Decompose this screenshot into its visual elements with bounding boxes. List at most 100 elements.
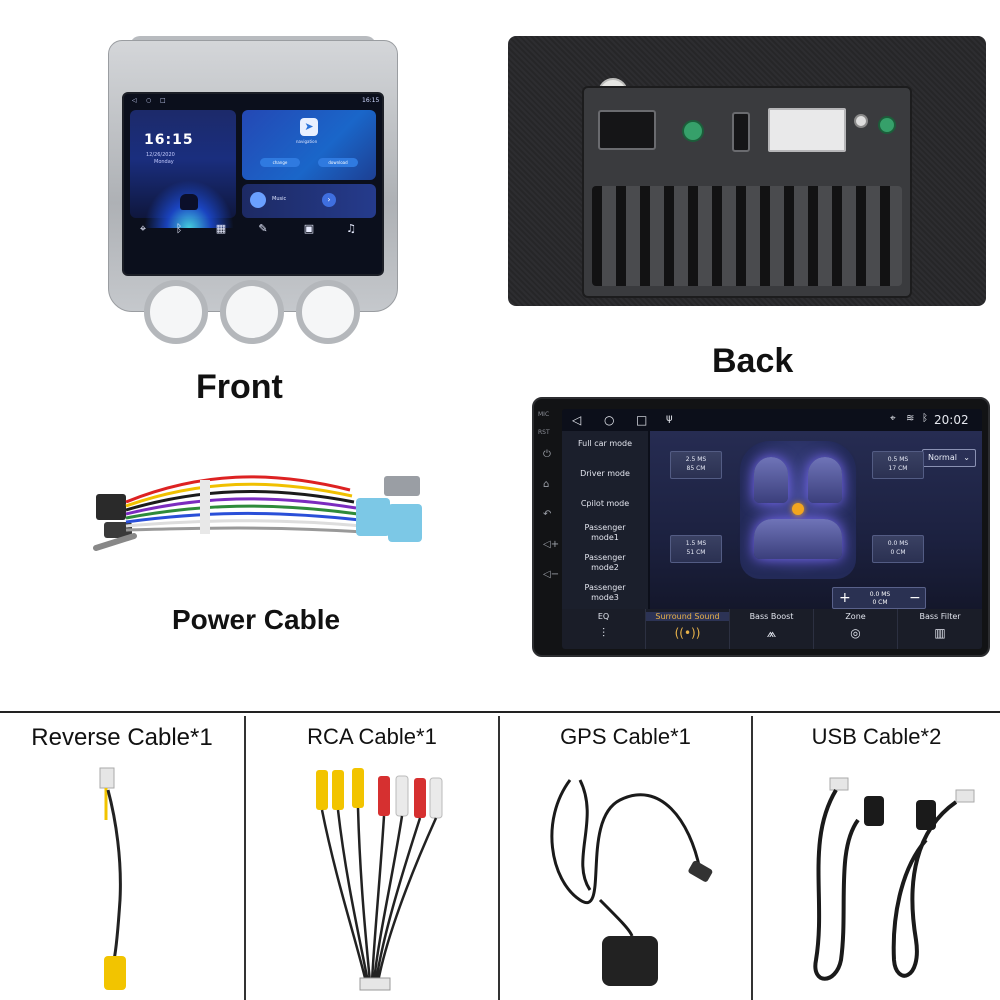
apps-icon[interactable]: ▦: [215, 222, 227, 235]
tab-zone[interactable]: Zone ◎: [814, 609, 898, 649]
iso-plug-2: [104, 522, 132, 538]
reverse-cable-image: [99, 767, 126, 990]
wire-yellow: [125, 482, 353, 508]
usb-cable-1: [813, 788, 860, 981]
bluetooth-icon[interactable]: ᛒ: [175, 222, 183, 235]
music-icon[interactable]: ♫: [346, 222, 356, 235]
change-button[interactable]: change: [260, 158, 300, 167]
volume-up-icon[interactable]: ◁+: [543, 539, 560, 550]
dsp-status-bar: ◁ ○ □ ψ ⌖ ≋ ᛒ 20:02: [562, 409, 982, 431]
blue-plug-left: [356, 498, 390, 536]
minus-button[interactable]: −: [909, 590, 921, 606]
home-icon[interactable]: ⌂: [543, 479, 550, 490]
music-disc-icon: [250, 192, 266, 208]
back-icon[interactable]: ↶: [543, 509, 552, 520]
usb-plug-1: [864, 796, 884, 826]
tab-zone-label: Zone: [845, 612, 866, 621]
nav-label: navigation: [296, 139, 318, 144]
back-icon: ◁: [132, 97, 137, 104]
location-icon[interactable]: ⌖: [139, 222, 147, 235]
front-head-unit-image: ◁ ○ □ 16:15 16:15 12/26/2020 Monday ➤ na…: [108, 36, 398, 344]
gps-lead-wire: [598, 898, 634, 937]
wire-blue: [125, 511, 361, 524]
center-dist: 0 CM: [872, 599, 888, 606]
surround-stage: Normal ⌄ 2.5 MS 85 CM 0.5 MS 17 CM 1.5 M…: [650, 431, 982, 609]
gps-jack: [878, 116, 896, 134]
menu-cpilot-mode[interactable]: Cpilot mode: [580, 499, 630, 508]
rr-time: 0.0 MS: [887, 540, 909, 547]
radio-icon[interactable]: ▣: [303, 222, 315, 235]
tab-surround-sound[interactable]: Surround Sound ((•)): [646, 609, 730, 649]
settings-icon[interactable]: ✎: [258, 222, 268, 235]
vent-center: [220, 280, 284, 344]
menu-passenger-mode1[interactable]: Passenger mode1: [584, 523, 626, 542]
front-label: Front: [196, 368, 283, 406]
rca-plug-white-1: [395, 775, 409, 817]
rca-yellow-plug: [104, 956, 126, 990]
speaker-front-right-card[interactable]: 0.5 MS 17 CM: [872, 451, 924, 479]
reverse-connector-top: [99, 767, 115, 789]
iso-plug: [96, 494, 126, 520]
gps-antenna-puck: [602, 936, 658, 986]
heat-sink: [592, 186, 902, 286]
dsp-head-unit: MIC RST ⏻ ⌂ ↶ ◁+ ◁− ◁ ○ □ ψ ⌖ ≋ ᛒ 20:02 …: [532, 397, 990, 657]
location-icon: ⌖: [890, 413, 896, 424]
preset-value: Normal: [928, 453, 957, 462]
preset-select[interactable]: Normal ⌄: [922, 449, 976, 467]
rca-cable-label: RCA Cable*1: [307, 724, 437, 749]
blue-plug-right: [388, 504, 422, 542]
menu-passenger-mode2[interactable]: Passenger mode2: [584, 553, 626, 572]
center-delay-stepper: + 0.0 MS 0 CM −: [832, 587, 926, 609]
gps-coiled-wire: [550, 779, 702, 904]
menu-passenger-mode3[interactable]: Passenger mode3: [584, 583, 626, 602]
usb-cable-image: [813, 777, 975, 981]
reverse-wire-black: [106, 789, 122, 961]
plus-button[interactable]: +: [839, 590, 851, 606]
tab-bass-boost[interactable]: Bass Boost ⩕: [730, 609, 814, 649]
reverse-cable-label: Reverse Cable*1: [31, 724, 213, 751]
power-cable-label: Power Cable: [172, 604, 341, 635]
usb-harness-plug-1: [829, 777, 849, 791]
menu-full-car-mode[interactable]: Full car mode: [577, 439, 633, 448]
vent-right: [296, 280, 360, 344]
listening-point[interactable]: [792, 503, 804, 515]
rst-tag: RST: [538, 429, 550, 436]
usb-icon: ψ: [666, 413, 673, 424]
power-icon[interactable]: ⏻: [543, 449, 551, 460]
tab-bass-filter[interactable]: Bass Filter ▥: [898, 609, 982, 649]
speaker-rear-left-card[interactable]: 1.5 MS 51 CM: [670, 535, 722, 563]
fl-dist: 85 CM: [686, 465, 706, 472]
speaker-front-left-card[interactable]: 2.5 MS 85 CM: [670, 451, 722, 479]
front-screen: ◁ ○ □ 16:15 16:15 12/26/2020 Monday ➤ na…: [122, 92, 384, 276]
bluetooth-icon: ᛒ: [922, 413, 928, 424]
nav-recents-icon[interactable]: □: [636, 413, 648, 427]
speaker-rear-right-card[interactable]: 0.0 MS 0 CM: [872, 535, 924, 563]
dsp-side-buttons: MIC RST ⏻ ⌂ ↶ ◁+ ◁−: [534, 407, 562, 651]
power-cable-image: [93, 475, 422, 551]
rca-plug-yellow-1: [316, 770, 328, 810]
fr-time: 0.5 MS: [887, 456, 909, 463]
surround-icon: ((•)): [674, 626, 701, 640]
seat-front-right: [808, 457, 842, 503]
usb-harness-plug-2: [955, 789, 975, 803]
play-icon[interactable]: ›: [322, 193, 336, 207]
usb-cable-label: USB Cable*2: [811, 724, 942, 749]
vent-left: [144, 280, 208, 344]
dsp-status-time: 20:02: [934, 413, 969, 427]
rr-dist: 0 CM: [890, 549, 906, 556]
volume-down-icon[interactable]: ◁−: [543, 569, 560, 580]
tab-eq[interactable]: EQ ⫶: [562, 609, 646, 649]
chevron-down-icon: ⌄: [963, 453, 970, 462]
music-widget: Music ›: [242, 184, 376, 218]
download-button[interactable]: download: [318, 158, 358, 167]
green-connector: [682, 120, 704, 142]
dsp-screen: ◁ ○ □ ψ ⌖ ≋ ᛒ 20:02 Full car mode Driver…: [562, 409, 982, 649]
nav-back-icon[interactable]: ◁: [572, 413, 582, 427]
equalizer-icon: ⫶: [601, 626, 605, 640]
tab-surround-label: Surround Sound: [646, 612, 729, 621]
slot-connector: [732, 112, 750, 152]
usb-plug-2: [916, 800, 936, 830]
menu-driver-mode[interactable]: Driver mode: [580, 469, 630, 478]
nav-home-icon[interactable]: ○: [604, 413, 615, 427]
front-day: Monday: [154, 159, 174, 165]
